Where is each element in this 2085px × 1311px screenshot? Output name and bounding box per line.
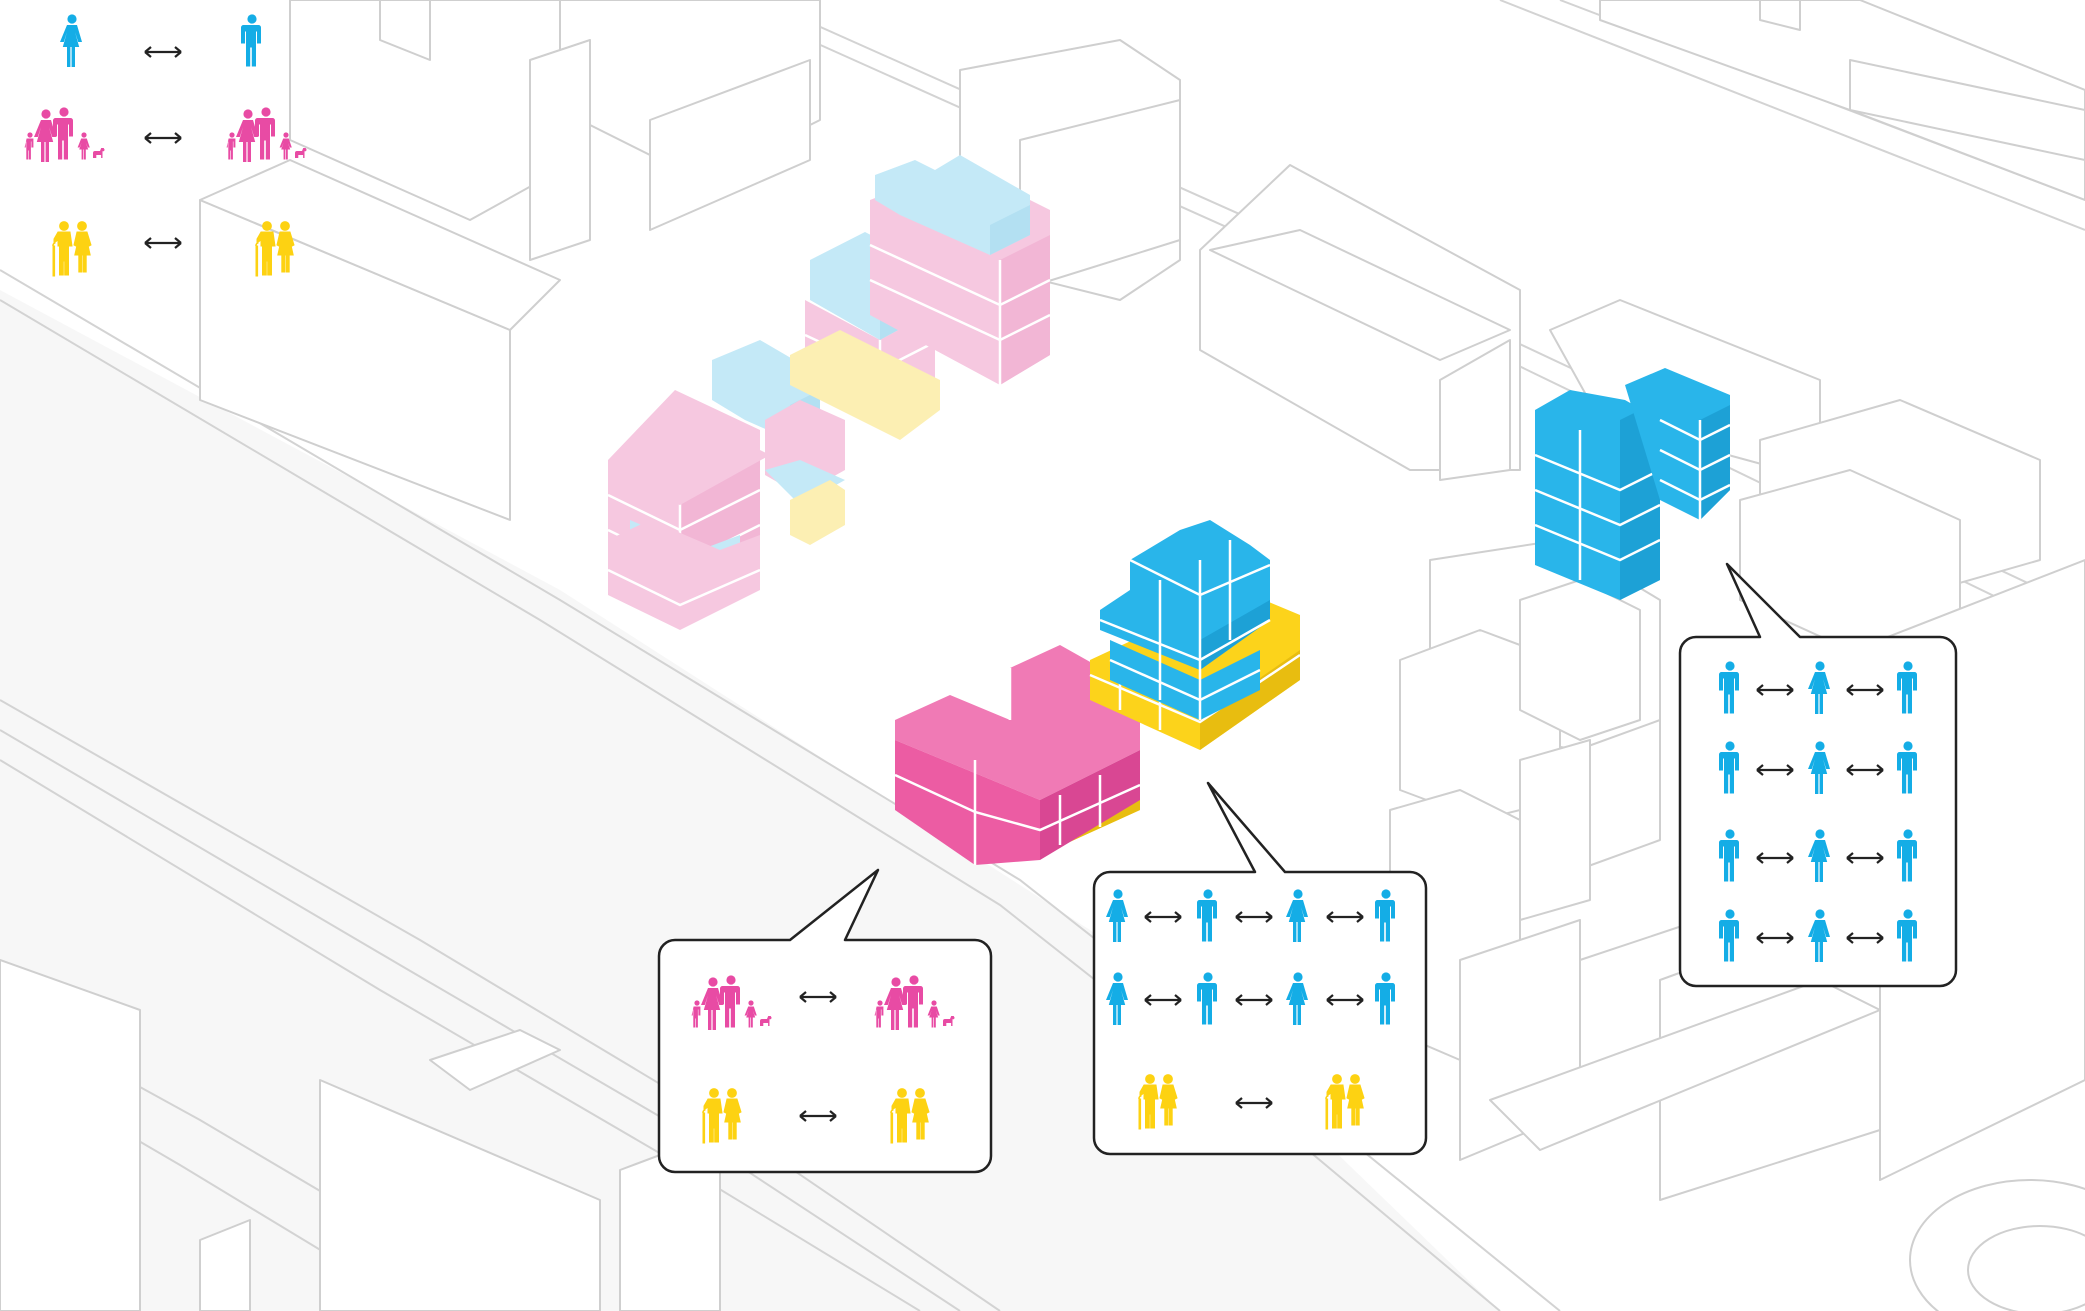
man-icon [241, 14, 261, 66]
single-tower-building [1535, 368, 1730, 600]
legend-row-single [60, 14, 261, 67]
legend [25, 14, 307, 276]
mixed-callout [1094, 783, 1426, 1154]
double-arrow-icon [145, 238, 181, 248]
woman-icon [60, 14, 82, 67]
pale-building-cluster [608, 155, 1050, 630]
double-arrow-icon [145, 133, 181, 143]
double-arrow-icon [145, 47, 181, 57]
family-icon [25, 107, 105, 162]
elderly-couple-icon [53, 222, 91, 276]
legend-row-family [25, 107, 307, 162]
